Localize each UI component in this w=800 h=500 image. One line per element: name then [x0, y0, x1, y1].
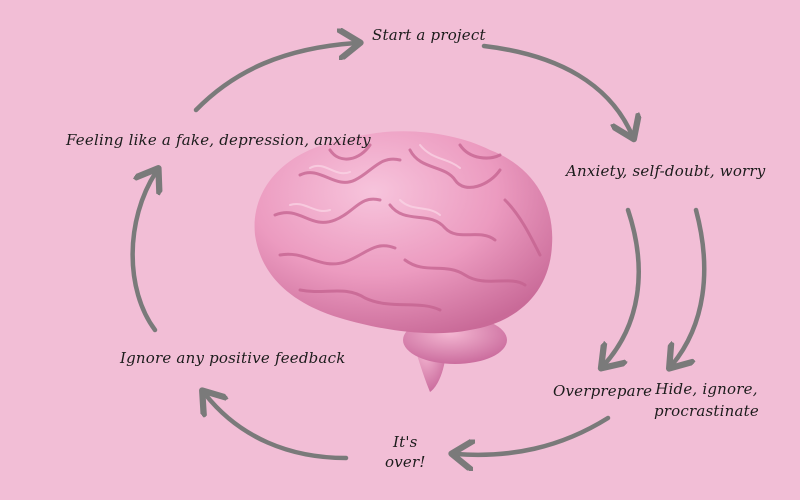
step-anxiety: Anxiety, self-doubt, worry [566, 162, 766, 180]
arrow-fake-to-start [193, 43, 356, 113]
step-over-line1: It's [393, 433, 418, 451]
step-hide-line1: Hide, ignore, [655, 380, 758, 398]
arrow-overprepare-to-over [456, 415, 611, 455]
step-feeling-fake: Feeling like a fake, depression, anxiety [66, 131, 371, 149]
step-overprepare: Overprepare [553, 382, 653, 400]
arrow-anxiety-to-hide [672, 207, 707, 365]
step-hide-procrastinate: Hide, ignore, procrastinate [654, 378, 759, 422]
step-its-over: It's over! [385, 432, 426, 472]
arrow-start-to-anxiety [481, 43, 632, 135]
step-ignore-feedback: Ignore any positive feedback [120, 349, 346, 367]
step-start-project: Start a project [372, 26, 486, 44]
step-over-line2: over! [385, 453, 426, 471]
arrow-ignore-to-fake [130, 172, 156, 333]
arrow-over-to-ignore [205, 394, 349, 461]
step-hide-line2: procrastinate [654, 402, 759, 420]
arrow-anxiety-to-overprepare [604, 207, 641, 365]
